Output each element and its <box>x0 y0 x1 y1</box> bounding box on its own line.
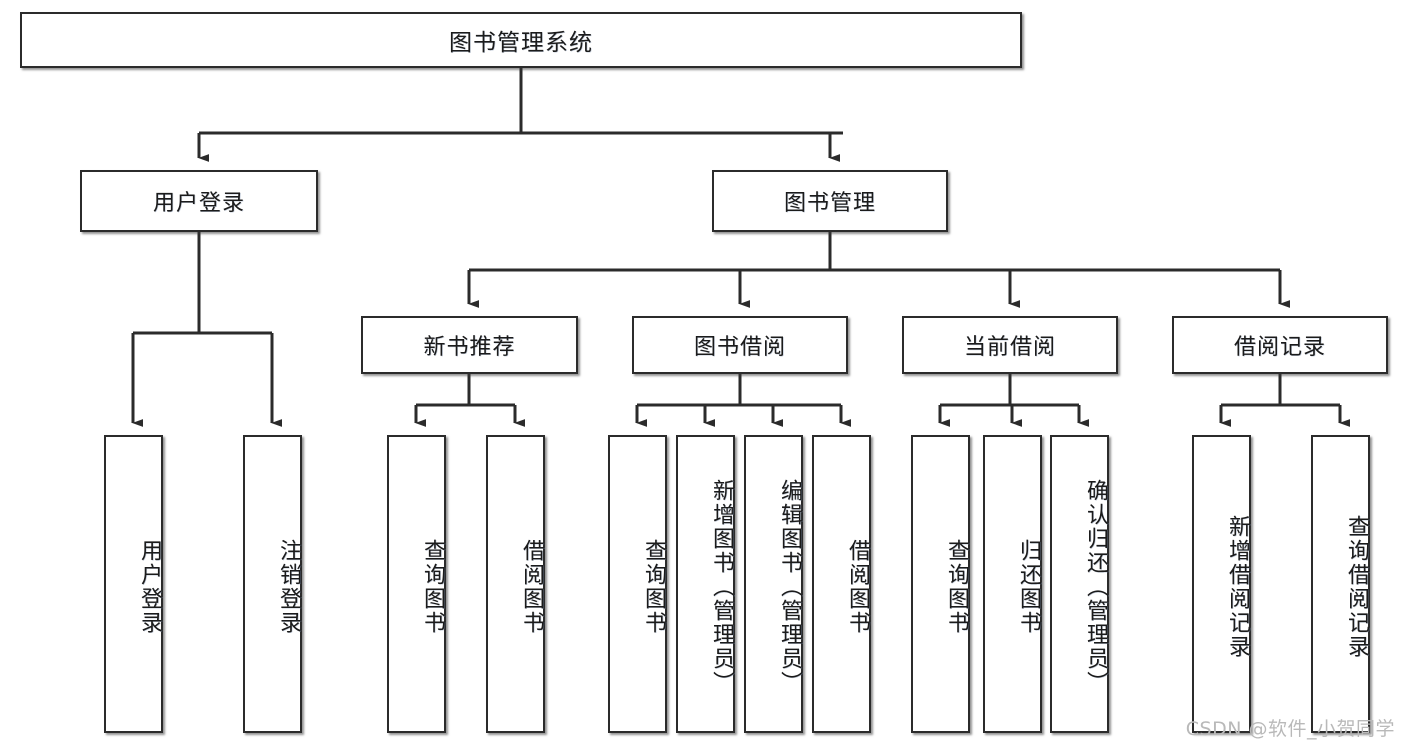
leaf-borrow-book-label: 借阅图书 <box>845 539 870 635</box>
leaf-confirm-return-admin[interactable]: 确认归还（管理员） <box>1050 435 1109 733</box>
leaf-confirm-return-admin-label: 确认归还（管理员） <box>1083 479 1108 695</box>
leaf-borrow-book-recommend-label: 借阅图书 <box>519 539 544 635</box>
leaf-edit-book-admin[interactable]: 编辑图书（管理员） <box>744 435 803 733</box>
watermark: CSDN @软件_小贺同学 <box>1185 718 1395 740</box>
leaf-query-borrow-record[interactable]: 查询借阅记录 <box>1311 435 1370 733</box>
leaf-add-book-admin-label: 新增图书（管理员） <box>709 479 734 695</box>
node-new-book-recommend-label: 新书推荐 <box>423 335 516 360</box>
leaf-query-book-recommend[interactable]: 查询图书 <box>387 435 446 733</box>
leaf-query-book-current[interactable]: 查询图书 <box>911 435 970 733</box>
node-borrow-record-label: 借阅记录 <box>1233 335 1326 360</box>
leaf-query-borrow-record-label: 查询借阅记录 <box>1344 515 1369 659</box>
leaf-query-book-borrow-label: 查询图书 <box>641 539 666 635</box>
leaf-add-borrow-record-label: 新增借阅记录 <box>1225 515 1250 659</box>
leaf-user-login[interactable]: 用户登录 <box>104 435 163 733</box>
node-root[interactable]: 图书管理系统 <box>20 12 1022 68</box>
leaf-logout[interactable]: 注销登录 <box>243 435 302 733</box>
leaf-logout-label: 注销登录 <box>276 539 301 635</box>
leaf-return-book-label: 归还图书 <box>1016 539 1041 635</box>
leaf-edit-book-admin-label: 编辑图书（管理员） <box>777 479 802 695</box>
leaf-user-login-label: 用户登录 <box>137 539 162 635</box>
leaf-query-book-recommend-label: 查询图书 <box>420 539 445 635</box>
leaf-query-book-current-label: 查询图书 <box>944 539 969 635</box>
leaf-borrow-book-recommend[interactable]: 借阅图书 <box>486 435 545 733</box>
leaf-query-book-borrow[interactable]: 查询图书 <box>608 435 667 733</box>
node-user-login[interactable]: 用户登录 <box>80 170 318 232</box>
node-current-borrow[interactable]: 当前借阅 <box>902 316 1118 374</box>
node-book-borrow[interactable]: 图书借阅 <box>632 316 848 374</box>
leaf-add-book-admin[interactable]: 新增图书（管理员） <box>676 435 735 733</box>
node-book-borrow-label: 图书借阅 <box>693 335 786 360</box>
node-book-management[interactable]: 图书管理 <box>712 170 948 232</box>
node-root-label: 图书管理系统 <box>449 30 593 56</box>
leaf-borrow-book[interactable]: 借阅图书 <box>812 435 871 733</box>
node-new-book-recommend[interactable]: 新书推荐 <box>361 316 578 374</box>
leaf-add-borrow-record[interactable]: 新增借阅记录 <box>1192 435 1251 733</box>
node-user-login-label: 用户登录 <box>152 191 245 216</box>
node-current-borrow-label: 当前借阅 <box>963 335 1056 360</box>
leaf-return-book[interactable]: 归还图书 <box>983 435 1042 733</box>
node-book-management-label: 图书管理 <box>783 191 876 216</box>
node-borrow-record[interactable]: 借阅记录 <box>1172 316 1388 374</box>
